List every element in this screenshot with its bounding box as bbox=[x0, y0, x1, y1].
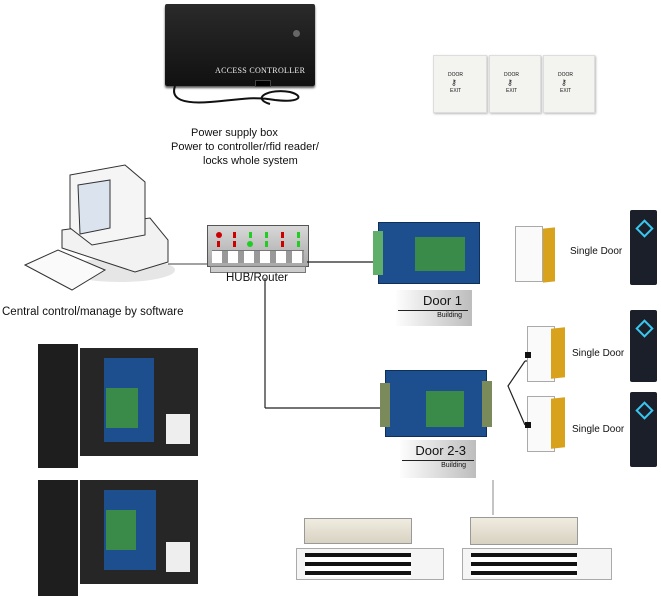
enclosure-board bbox=[104, 490, 156, 570]
exit-button-door-text: DOOR bbox=[504, 72, 519, 78]
led-icon bbox=[297, 232, 300, 238]
door-1-divider bbox=[398, 310, 468, 311]
led-icon bbox=[247, 241, 253, 247]
rfid-reader bbox=[630, 392, 657, 467]
controller-enclosure-1 bbox=[38, 338, 198, 468]
magnet-coil bbox=[305, 553, 411, 577]
controller-board-door-1 bbox=[373, 222, 480, 284]
door-2-3-divider bbox=[402, 460, 474, 461]
led-icon bbox=[233, 241, 236, 247]
exit-button: DOOR ⚷ EXIT bbox=[489, 55, 541, 113]
exit-button-group: DOOR ⚷ EXIT DOOR ⚷ EXIT DOOR ⚷ EXIT bbox=[433, 55, 595, 113]
magnetic-lock-armature bbox=[304, 518, 412, 544]
exit-button-door-text: DOOR bbox=[448, 72, 463, 78]
key-icon: ⚷ bbox=[561, 78, 567, 87]
hub-base bbox=[210, 266, 306, 273]
terminal-block bbox=[380, 383, 390, 427]
exit-button-exit-text: EXIT bbox=[506, 88, 518, 94]
power-supply-screw-icon bbox=[293, 30, 300, 37]
door-1-subtitle: Building bbox=[437, 312, 462, 319]
door-panel bbox=[551, 397, 565, 449]
door-2-3-subtitle: Building bbox=[441, 462, 466, 469]
rfid-reader bbox=[630, 210, 657, 285]
enclosure-door bbox=[38, 344, 78, 468]
door-1-label: Single Door bbox=[570, 246, 623, 257]
access-controller-label: ACCESS CONTROLLER bbox=[215, 66, 306, 75]
board-module bbox=[106, 388, 138, 428]
board-module bbox=[415, 237, 465, 271]
rfid-reader bbox=[630, 310, 657, 382]
reader-diamond-icon bbox=[635, 219, 654, 238]
enclosure-body bbox=[80, 480, 198, 584]
hub-caption: HUB/Router bbox=[226, 272, 288, 284]
transformer bbox=[166, 414, 190, 444]
door-panel bbox=[551, 327, 565, 379]
ethernet-ports bbox=[212, 250, 304, 263]
door-2-label: Single Door bbox=[572, 348, 625, 359]
led-icon bbox=[281, 232, 284, 238]
board-module bbox=[426, 391, 464, 427]
magnetic-lock-armature bbox=[470, 517, 578, 545]
door-illustration bbox=[515, 222, 557, 283]
door-frame bbox=[515, 226, 543, 282]
power-supply-caption-line-3: locks whole system bbox=[203, 155, 298, 167]
enclosure-door bbox=[38, 480, 78, 596]
enclosure-board bbox=[104, 358, 154, 442]
terminal-block bbox=[373, 231, 383, 275]
exit-button-exit-text: EXIT bbox=[560, 88, 572, 94]
lock-sensor-icon bbox=[525, 352, 531, 358]
lock-sensor-icon bbox=[525, 422, 531, 428]
board-module bbox=[106, 510, 136, 550]
door-2-3-title: Door 2-3 bbox=[415, 443, 466, 458]
door-2-3-plate: Door 2-3 Building bbox=[400, 440, 476, 478]
led-icon bbox=[233, 232, 236, 238]
reader-diamond-icon bbox=[635, 319, 654, 338]
exit-button: DOOR ⚷ EXIT bbox=[433, 55, 487, 113]
power-supply-box: ACCESS CONTROLLER bbox=[165, 4, 315, 87]
door-1-title: Door 1 bbox=[422, 293, 462, 308]
led-icon bbox=[216, 232, 222, 238]
terminal-block bbox=[482, 381, 492, 427]
exit-button: DOOR ⚷ EXIT bbox=[543, 55, 595, 113]
controller-enclosure-2 bbox=[38, 474, 198, 596]
magnet-coil bbox=[471, 553, 577, 577]
transformer bbox=[166, 542, 190, 572]
reader-diamond-icon bbox=[635, 401, 654, 420]
door-illustration bbox=[525, 392, 569, 452]
magnetic-lock-body bbox=[462, 548, 612, 580]
door-1-plate: Door 1 Building bbox=[396, 290, 472, 326]
exit-button-exit-text: EXIT bbox=[450, 88, 462, 94]
led-icon bbox=[217, 241, 220, 247]
exit-button-door-text: DOOR bbox=[558, 72, 573, 78]
led-icon bbox=[265, 232, 268, 238]
led-icon bbox=[265, 241, 268, 247]
enclosure-body bbox=[80, 348, 198, 456]
led-icon bbox=[281, 241, 284, 247]
magnetic-lock-body bbox=[296, 548, 444, 580]
door-panel bbox=[543, 227, 555, 283]
controller-board-door-2-3 bbox=[380, 370, 492, 437]
key-icon: ⚷ bbox=[451, 78, 457, 87]
door-3-label: Single Door bbox=[572, 424, 625, 435]
door-illustration bbox=[525, 322, 569, 382]
hub-router bbox=[207, 225, 309, 267]
computer-caption: Central control/manage by software bbox=[2, 306, 184, 318]
led-icon bbox=[249, 232, 252, 238]
power-supply-caption-line-1: Power supply box bbox=[191, 127, 278, 139]
led-icon bbox=[297, 241, 300, 247]
key-icon: ⚷ bbox=[507, 78, 513, 87]
power-supply-caption-line-2: Power to controller/rfid reader/ bbox=[171, 141, 319, 153]
